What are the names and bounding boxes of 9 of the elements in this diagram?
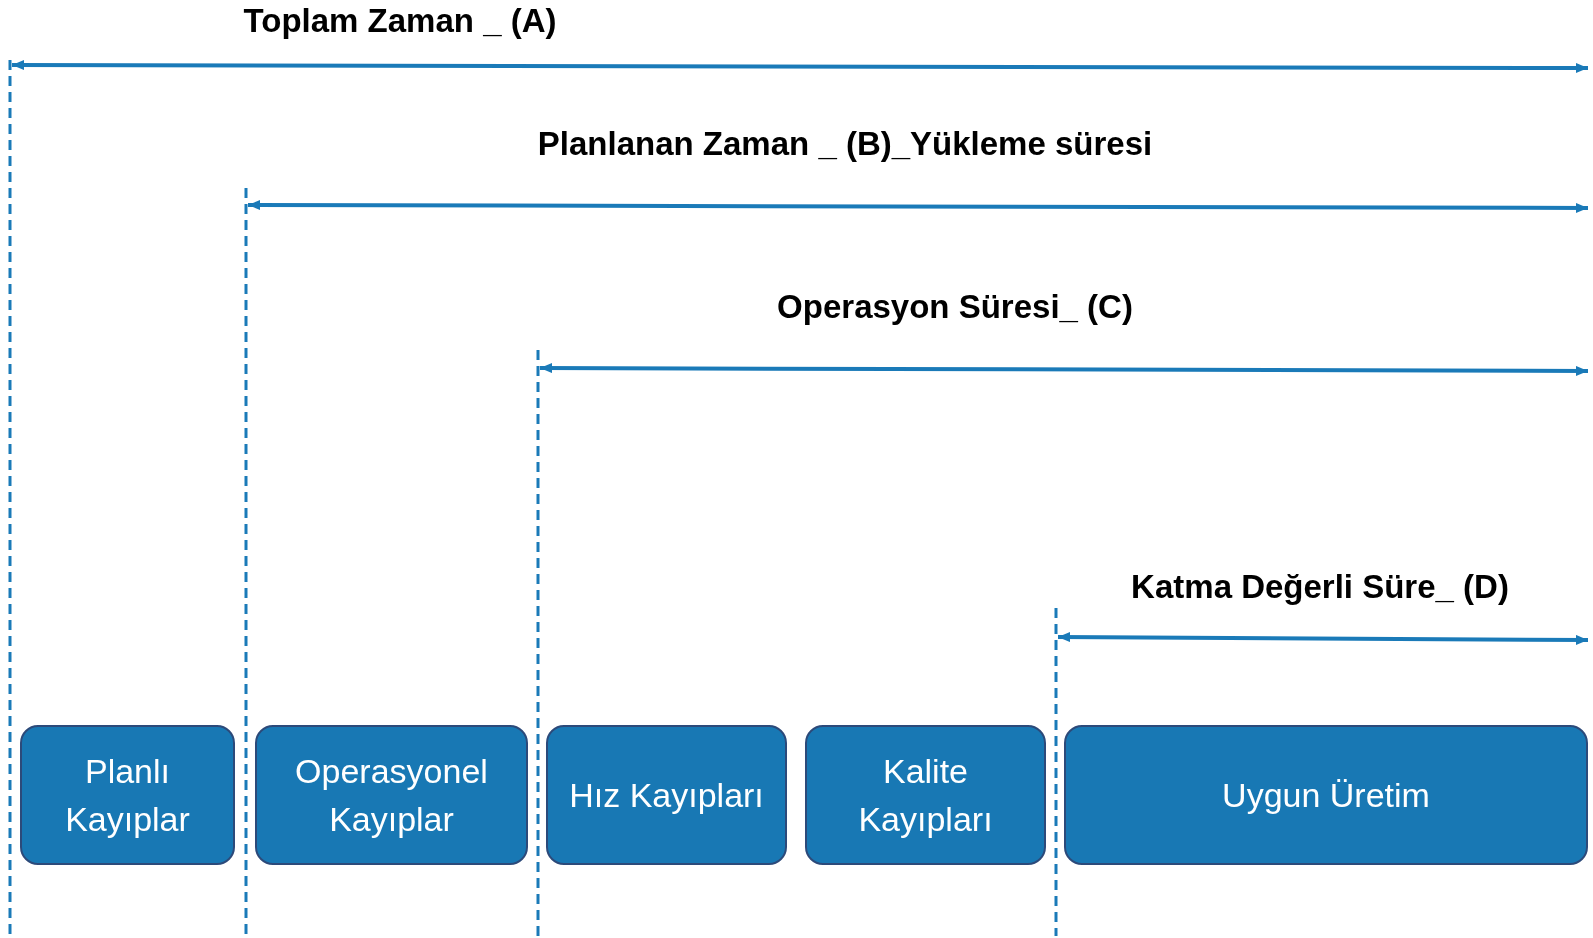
category-box: Kalite Kayıpları <box>805 725 1046 865</box>
category-box: Planlı Kayıplar <box>20 725 235 865</box>
dimension-label: Toplam Zaman _ (A) <box>243 2 557 40</box>
dimension-label: Katma Değerli Süre_ (D) <box>1131 568 1509 606</box>
category-box: Uygun Üretim <box>1064 725 1588 865</box>
category-box: Operasyonel Kayıplar <box>255 725 528 865</box>
dimension-label: Planlanan Zaman _ (B)_Yükleme süresi <box>537 125 1153 163</box>
dimension-label: Operasyon Süresi_ (C) <box>777 288 1133 326</box>
category-box: Hız Kayıpları <box>546 725 787 865</box>
